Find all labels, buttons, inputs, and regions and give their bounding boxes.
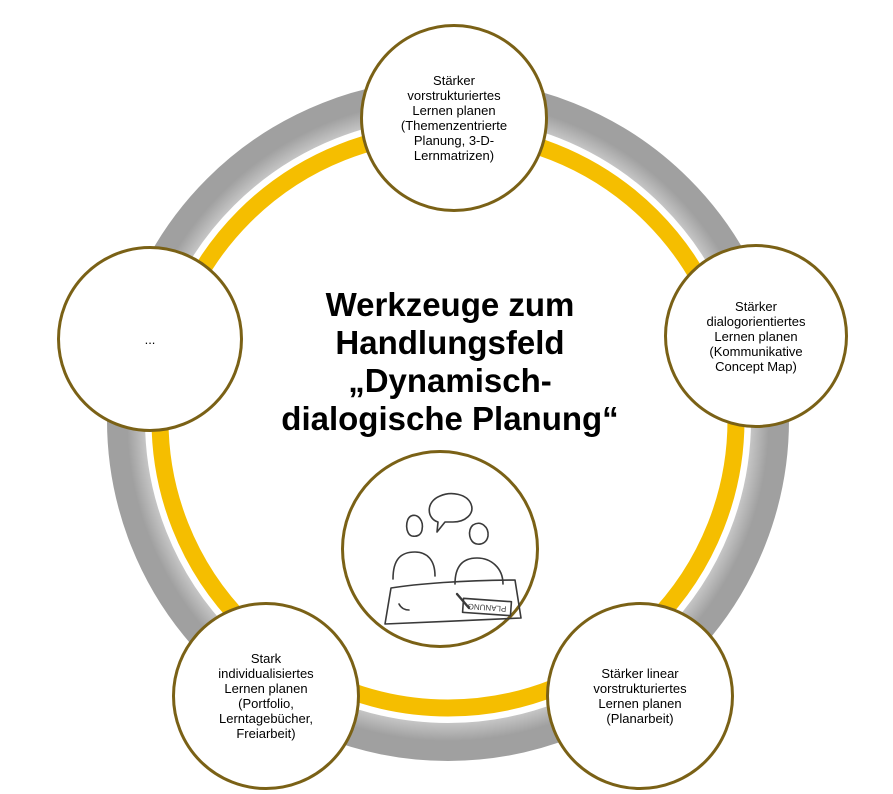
node-bottom-right: Stärker linear vorstrukturiertes Lernen … bbox=[546, 602, 734, 790]
node-bottom-left: Stark individualisiertes Lernen planen (… bbox=[172, 602, 360, 790]
node-right-label: Stärker dialogorientiertes Lernen planen… bbox=[706, 298, 806, 374]
node-bottom-right-label: Stärker linear vorstrukturiertes Lernen … bbox=[593, 666, 687, 726]
person-right-head bbox=[468, 522, 489, 545]
node-top-label: Stärker vorstrukturiertes Lernen planen … bbox=[400, 73, 508, 163]
person-left-head bbox=[405, 514, 424, 538]
node-top: Stärker vorstrukturiertes Lernen planen … bbox=[360, 24, 548, 212]
table-sheet bbox=[384, 579, 522, 625]
planung-sign bbox=[461, 597, 513, 617]
diagram-title: Werkzeuge zum Handlungsfeld „Dynamisch- … bbox=[281, 286, 619, 437]
planning-sketch-circle: PLANUNG bbox=[341, 450, 539, 648]
planung-sign-text: PLANUNG bbox=[467, 602, 506, 614]
node-bottom-left-label: Stark individualisiertes Lernen planen (… bbox=[218, 651, 314, 741]
inner-white-disc bbox=[169, 141, 727, 699]
speech-bubble-icon bbox=[428, 492, 473, 533]
two-people-planning-sketch-icon: PLANUNG bbox=[384, 492, 522, 625]
person-left-body bbox=[392, 551, 436, 580]
node-right: Stärker dialogorientiertes Lernen planen… bbox=[664, 244, 848, 428]
node-left-label: ... bbox=[144, 331, 156, 347]
node-left: ... bbox=[57, 246, 243, 432]
person-right-body bbox=[454, 557, 504, 585]
